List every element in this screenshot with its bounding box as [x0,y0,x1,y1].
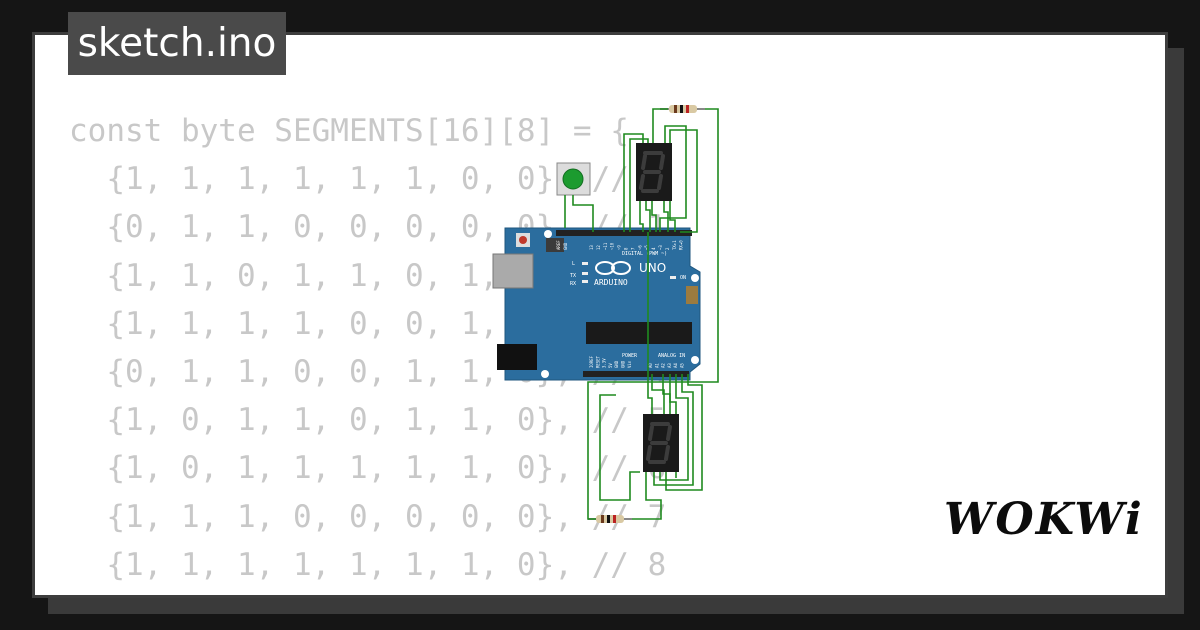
digital-pin-label: 12 [596,245,601,250]
arduino-logo-icon [595,261,631,275]
board-brand: ARDUINO [594,278,628,287]
l-label: L [572,261,575,267]
analog-pin-label: A4 [673,363,678,368]
code-line: {1, 0, 1, 1, 0, 1, 1, 0}, // 5 [69,402,667,439]
power-pin-label: 3.3V [602,358,607,368]
code-line: {1, 1, 1, 1, 0, 1, 1, 0}, // 9 [69,589,666,596]
arduino-uno-board[interactable]: ARDUINO UNO DIGITAL (PWM ~) POWER ANALOG… [492,227,701,381]
on-led [670,276,676,279]
resistor-top[interactable] [660,105,705,113]
rx-label: RX [570,281,576,287]
bottom-header [583,371,689,377]
digital-pin-label: 7 [630,247,635,250]
aref-label: AREF [556,240,561,250]
digital-pin-label: ~3 [658,245,663,250]
l-led [582,262,588,265]
digital-label: DIGITAL (PWM ~) [622,251,667,257]
analog-pin-label: A1 [654,363,659,368]
digital-header [556,230,692,236]
digital-pin-label: 4 [651,247,656,250]
file-tab[interactable]: sketch.ino [68,12,286,75]
code-background: const byte SEGMENTS[16][8] = { {1, 1, 1,… [69,107,667,596]
seven-segment-display-top[interactable] [636,143,672,201]
digital-pin-label: 8 [624,247,629,250]
power-pin-label: RESET [595,355,600,368]
usb-port [492,253,534,289]
code-line: const byte SEGMENTS[16][8] = { [69,113,629,149]
atmega-chip [586,322,692,344]
code-line: {1, 1, 1, 1, 1, 1, 1, 0}, // 8 [69,546,667,583]
power-pin-label: GND [621,360,626,368]
seven-segment-display-bottom[interactable] [643,414,679,472]
power-pin-label: IOREF [589,355,594,368]
push-button[interactable] [556,162,591,196]
digital-pin-label: 2 [665,247,670,250]
board-model: UNO [639,261,666,275]
wires [564,108,719,520]
digital-pin-label: ~6 [637,245,642,250]
tx-led [582,272,588,275]
analog-pin-label: A0 [648,363,653,368]
power-jack [497,344,537,370]
wokwi-logo: WOKWi [944,494,1144,545]
digital-pin-label: ~10 [610,242,615,250]
rx-led [582,280,588,283]
gnd-label: GND [563,242,568,250]
tx-label: TX [570,273,576,279]
power-pin-label: Vin [627,360,632,368]
digital-pin-label: ~9 [617,245,622,250]
analog-label: ANALOG IN [658,353,685,359]
on-label: ON [680,275,686,281]
digital-pin-label: ~11 [603,242,608,250]
code-line: {1, 0, 1, 1, 1, 1, 1, 0}, // 6 [69,450,667,487]
digital-pin-label: RX◂0 [679,240,684,250]
digital-pin-label: TX▸1 [672,240,677,250]
power-pin-label: GND [614,360,619,368]
analog-pin-label: A5 [680,363,685,368]
analog-pin-label: A2 [661,363,666,368]
digital-pin-label: ~5 [644,245,649,250]
power-label: POWER [622,353,638,359]
icsp2-header [686,286,698,304]
digital-pin-label: 13 [589,245,594,250]
power-pin-label: 5V [608,363,613,368]
analog-pin-label: A3 [667,363,672,368]
icsp-header [546,238,564,252]
